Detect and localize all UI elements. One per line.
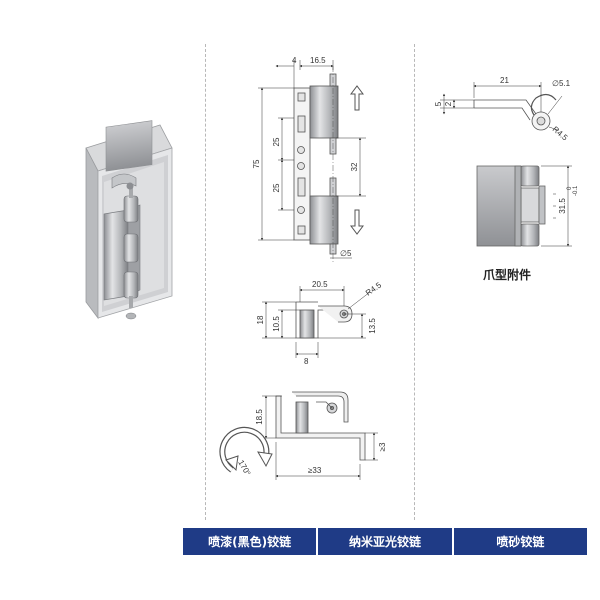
- front-view-dimensions: [258, 60, 366, 259]
- dim-side-height-right: 13.5: [368, 318, 377, 334]
- dim-front-pin-gap: 32: [350, 162, 359, 171]
- dim-side-radius: R4.5: [364, 280, 383, 297]
- finish-option-black-painted[interactable]: 喷漆(黑色)铰链: [183, 528, 319, 555]
- dim-front-pin-diameter: ∅5: [340, 249, 352, 258]
- front-view-labels: 4 16.5 25 25 75 32 ∅5: [252, 56, 359, 258]
- front-view-drawing: [293, 66, 339, 262]
- dim-side-height-inner: 10.5: [272, 316, 281, 332]
- claw-detail-dimensions: [440, 82, 563, 131]
- dim-install-angle: 170°: [236, 459, 252, 478]
- column-divider-right: [414, 44, 415, 520]
- dim-install-thickness: ≥3: [378, 442, 387, 451]
- hinge-product-render: [85, 120, 173, 320]
- install-view-dimensions: [262, 395, 378, 480]
- dim-claw-front-tol-lower: -0.1: [573, 185, 579, 196]
- claw-front-dimensions: [541, 165, 572, 247]
- dim-front-spacing-lower: 25: [272, 183, 281, 192]
- dim-front-top-right: 16.5: [310, 56, 326, 65]
- dim-side-width: 20.5: [312, 280, 328, 289]
- dim-claw-radius: R4.5: [551, 125, 570, 143]
- dim-install-clearance: ≥33: [308, 466, 322, 475]
- dim-claw-front-height: 31.5: [558, 198, 567, 214]
- dim-side-base-width: 8: [304, 357, 309, 366]
- claw-detail-drawing: [473, 93, 557, 131]
- dim-claw-length: 21: [500, 76, 509, 85]
- dim-front-total-height: 75: [252, 159, 261, 168]
- side-view-drawing: [295, 301, 353, 339]
- rotation-arrow-icon: [219, 426, 273, 473]
- dim-claw-hole-diameter: ∅5.1: [552, 79, 571, 88]
- dim-front-spacing-upper: 25: [272, 137, 281, 146]
- claw-front-labels: 31.5 0 -0.1: [558, 185, 579, 214]
- dim-side-height-total: 18: [256, 315, 265, 324]
- column-divider-left: [205, 44, 206, 520]
- finish-options-bar: 喷漆(黑色)铰链 纳米亚光铰链 喷砂铰链: [183, 528, 587, 555]
- claw-fitting-caption: 爪型附件: [483, 268, 532, 282]
- dim-claw-top-a: 5: [434, 101, 443, 106]
- claw-front-drawing: [476, 165, 546, 247]
- side-view-labels: 20.5 R4.5 18 10.5 13.5 8: [256, 280, 383, 366]
- finish-option-nano-matte[interactable]: 纳米亚光铰链: [318, 528, 454, 555]
- install-view-drawing: [275, 391, 366, 461]
- finish-option-sandblasted[interactable]: 喷砂铰链: [453, 528, 587, 555]
- front-view-motion-arrows: [350, 85, 364, 235]
- dim-claw-front-tol-upper: 0: [567, 186, 573, 190]
- dim-claw-top-b: 2: [444, 101, 453, 106]
- dim-install-height: 18.5: [255, 409, 264, 425]
- dim-front-top-left: 4: [292, 56, 297, 65]
- side-view-dimensions: [262, 286, 371, 358]
